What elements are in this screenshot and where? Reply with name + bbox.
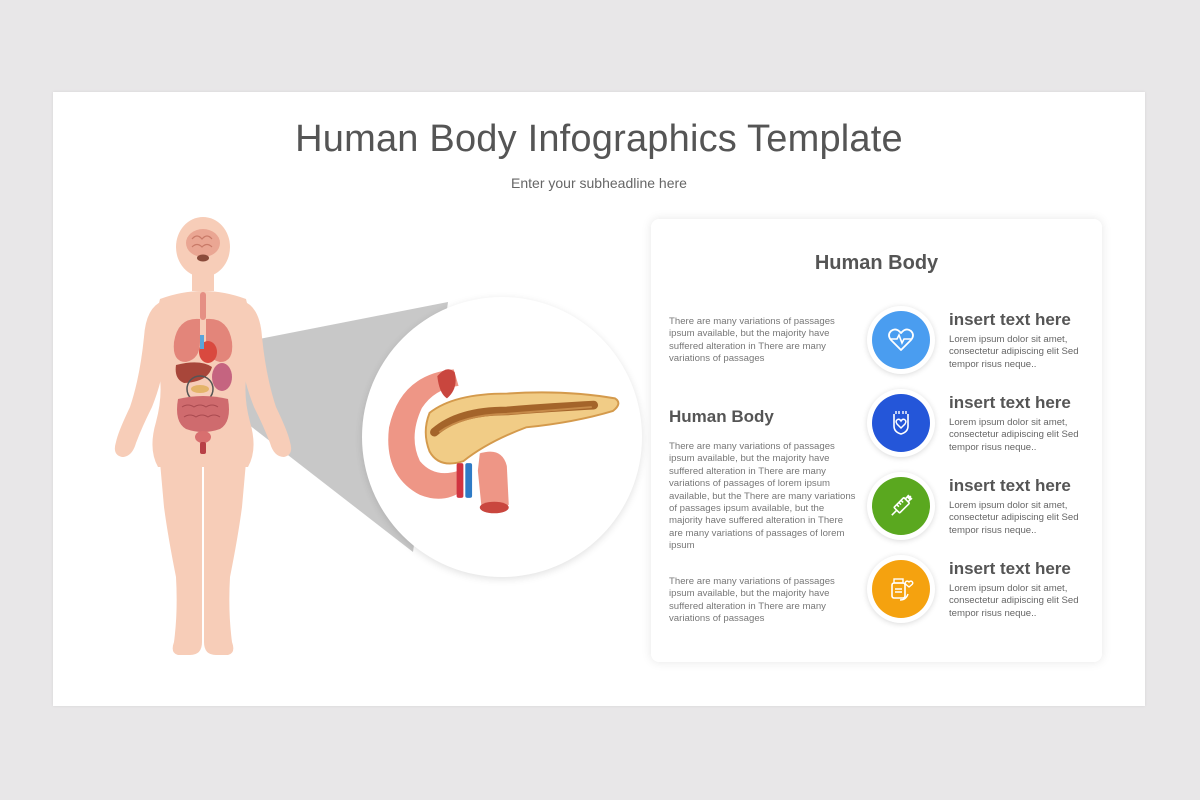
left-paragraph-1: There are many variations of passages ip… (669, 316, 835, 365)
slide-subtitle: Enter your subheadline here (511, 175, 687, 191)
item-title: insert text here (949, 559, 1071, 578)
slide: Human Body Infographics Template Enter y… (53, 92, 1145, 706)
left-heading: Human Body (669, 407, 774, 426)
feature-item-4: insert text here Lorem ipsum dolor sit a… (865, 555, 1095, 625)
medicine-bottle-icon (891, 578, 914, 601)
card-title: Human Body (814, 252, 939, 274)
syringe-icon (891, 494, 913, 516)
info-card: Human Body There are many variations of … (651, 219, 1102, 662)
feature-item-2: insert text here Lorem ipsum dolor sit a… (865, 389, 1095, 459)
icon-badge (867, 472, 935, 540)
item-title: insert text here (949, 476, 1071, 495)
organ-zoom-lens (362, 297, 642, 577)
item-description: Lorem ipsum dolor sit amet, consectetur … (949, 583, 1079, 619)
item-description: Lorem ipsum dolor sit amet, consectetur … (949, 417, 1079, 453)
item-title: insert text here (949, 393, 1071, 412)
item-description: Lorem ipsum dolor sit amet, consectetur … (949, 334, 1079, 370)
heartbeat-icon (888, 328, 914, 351)
icon-badge (867, 306, 935, 374)
left-paragraph-2: There are many variations of passages ip… (669, 441, 856, 552)
icon-badge (867, 389, 935, 457)
slide-title: Human Body Infographics Template (295, 118, 903, 160)
feature-item-3: insert text here Lorem ipsum dolor sit a… (865, 472, 1095, 542)
item-title: insert text here (949, 310, 1071, 329)
pancreas-illustration (388, 369, 620, 514)
hands-heart-icon (893, 411, 909, 435)
item-description: Lorem ipsum dolor sit amet, consectetur … (949, 500, 1079, 536)
feature-item-1: insert text here Lorem ipsum dolor sit a… (865, 306, 1095, 376)
left-paragraph-3: There are many variations of passages ip… (669, 576, 835, 625)
icon-badge (867, 555, 935, 623)
human-body-figure (114, 217, 292, 655)
